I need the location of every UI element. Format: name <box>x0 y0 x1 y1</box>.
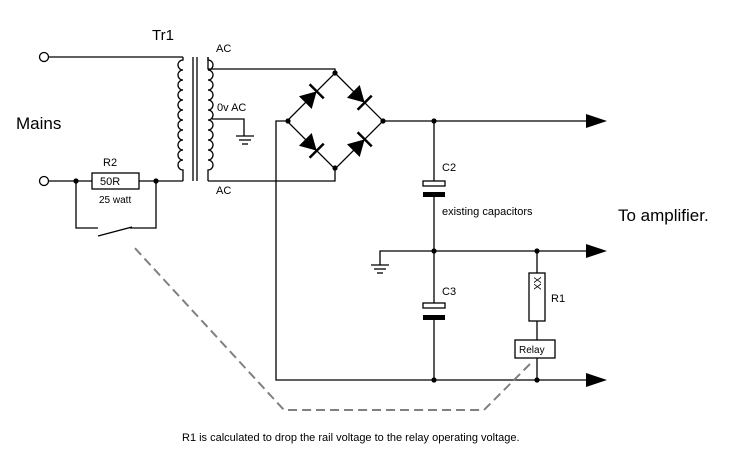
junction-dot <box>332 70 338 76</box>
r2-value-label: 50R <box>100 176 120 188</box>
primary-winding <box>177 57 184 181</box>
junction-dot <box>332 165 338 171</box>
output-arrow-positive <box>586 114 607 128</box>
r1-label: R1 <box>551 293 565 305</box>
output-label: To amplifier. <box>618 206 709 225</box>
relay-contact <box>97 226 133 237</box>
diode <box>298 83 325 110</box>
center-tap-wire <box>212 118 245 136</box>
output-arrow-ground <box>586 244 607 258</box>
capacitor-c2 <box>422 121 446 251</box>
center-tap-label: 0v AC <box>217 102 246 114</box>
ac-bottom-label: AC <box>216 185 231 197</box>
c3-label: C3 <box>442 286 456 298</box>
mains-terminal-bottom <box>38 175 50 187</box>
existing-capacitors-label: existing capacitors <box>442 206 533 218</box>
r2-resistor-group <box>73 172 183 237</box>
diode <box>346 84 373 111</box>
r1-value-label: XX <box>533 276 544 290</box>
ac-top-wire <box>207 57 336 73</box>
mains-label: Mains <box>16 114 61 133</box>
r1-relay-branch <box>514 251 556 380</box>
ac-top-label: AC <box>216 43 231 55</box>
diode <box>346 131 373 158</box>
c3-plate-negative <box>423 315 445 320</box>
bridge-rectifier <box>285 70 386 171</box>
bypass-wire-left <box>75 181 98 229</box>
mains-terminal-top <box>38 51 50 63</box>
c3-plate-positive <box>422 302 446 309</box>
supply-rails <box>275 114 607 387</box>
transformer-label: Tr1 <box>152 27 174 44</box>
secondary-wiring <box>207 57 336 182</box>
footnote: R1 is calculated to drop the rail voltag… <box>182 432 520 444</box>
relay-coil <box>514 339 556 359</box>
capacitor-c3 <box>422 251 446 380</box>
c2-plate-negative <box>423 192 445 197</box>
ground-rail <box>379 250 590 265</box>
ac-bottom-wire <box>208 167 336 182</box>
transformer-tr1 <box>177 57 214 181</box>
mains-input <box>38 51 183 187</box>
bridge-outline <box>286 72 384 170</box>
c2-plate-positive <box>422 180 446 187</box>
bypass-wire-right <box>130 181 157 229</box>
r2-name-label: R2 <box>103 157 117 169</box>
output-arrow-negative <box>586 373 607 387</box>
c2-label: C2 <box>442 162 456 174</box>
secondary-winding <box>207 57 214 181</box>
relay-mechanical-link <box>131 244 531 411</box>
diode <box>298 132 325 159</box>
relay-label: Relay <box>519 345 545 356</box>
r2-rating-label: 25 watt <box>99 195 131 206</box>
